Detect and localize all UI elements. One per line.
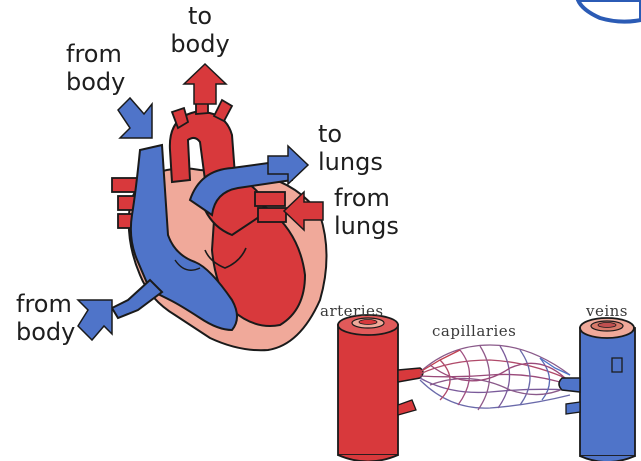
- arrow-from-body-bottom: [78, 300, 112, 340]
- pulmonary-vein-right-1: [255, 192, 285, 206]
- label-arteries: arteries: [320, 302, 384, 320]
- vein: [559, 318, 635, 461]
- heart-illustration: [78, 64, 327, 350]
- label-from-body-bottom: from body: [16, 290, 75, 346]
- corner-badge: [578, 0, 641, 22]
- label-veins: veins: [586, 302, 628, 320]
- arrow-to-body: [184, 64, 226, 104]
- artery: [338, 315, 423, 461]
- label-from-body-top: from body: [66, 40, 125, 96]
- arrow-from-body-top: [118, 98, 152, 138]
- label-to-lungs: to lungs: [318, 120, 383, 176]
- label-from-lungs: from lungs: [334, 184, 399, 240]
- capillary-network: [420, 345, 570, 410]
- label-to-body: to body: [170, 2, 230, 58]
- pulmonary-vein-right-2: [258, 208, 286, 222]
- label-capillaries: capillaries: [432, 322, 516, 340]
